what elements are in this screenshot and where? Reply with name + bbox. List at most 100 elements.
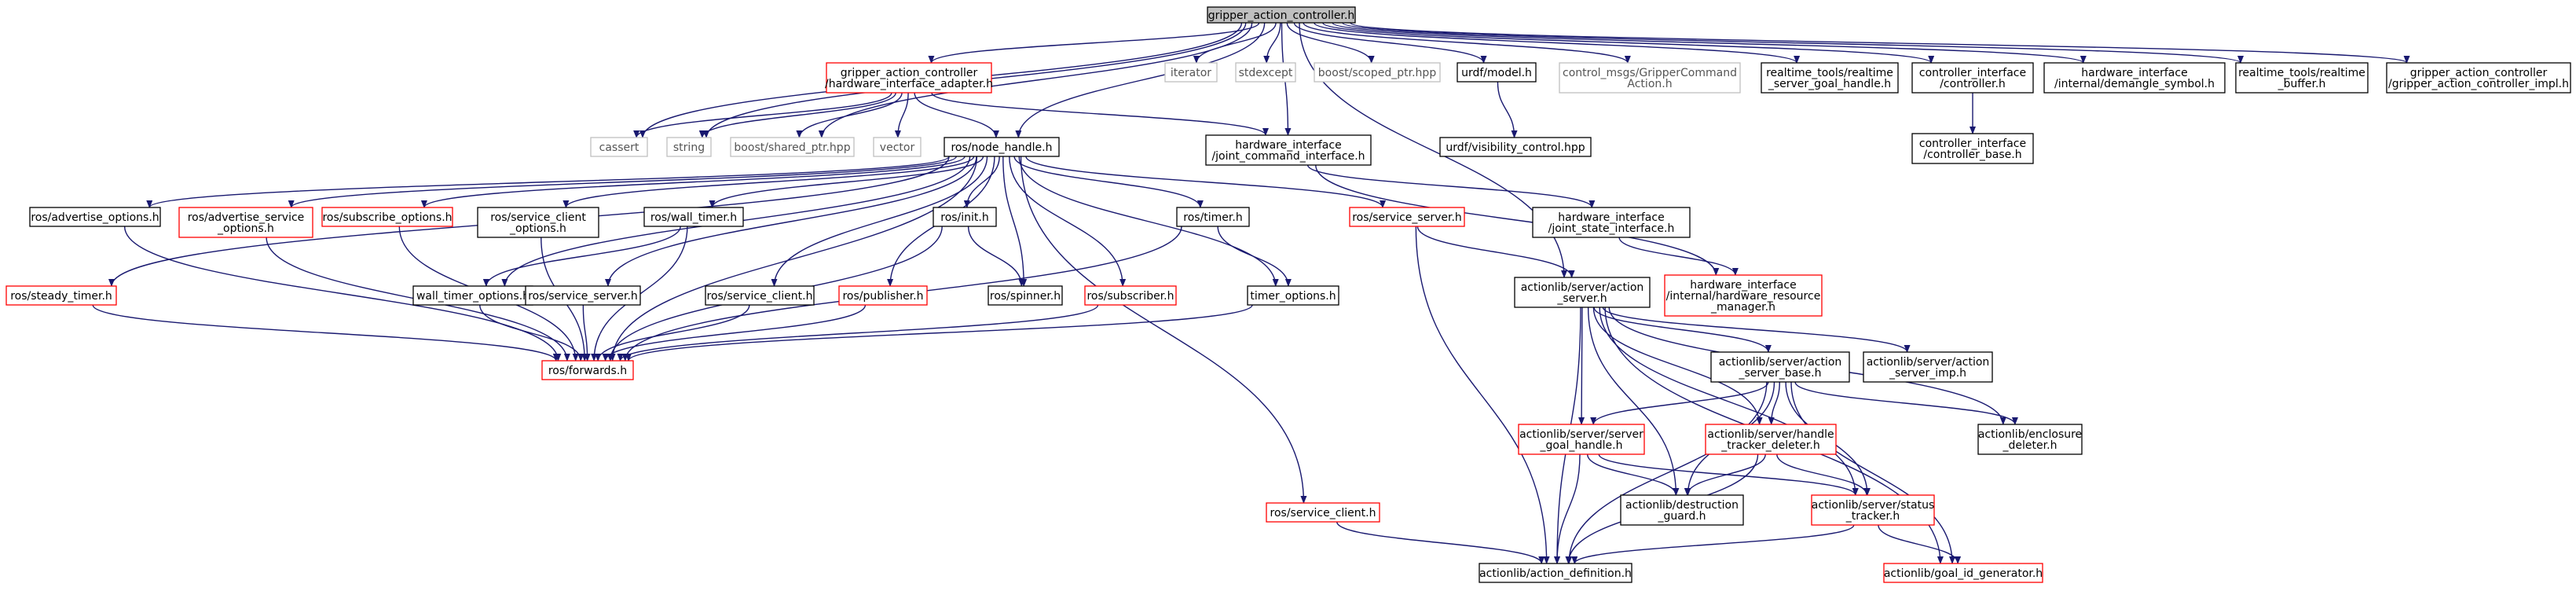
node-as-imp[interactable]: actionlib/server/action_server_imp.h [1863,351,1993,383]
node-urdf-vis[interactable]: urdf/visibility_control.hpp [1439,137,1592,157]
edge-as_base-to-goal_id_gen [1790,381,1956,564]
node-forwards[interactable]: ros/forwards.h [541,360,634,380]
node-label: actionlib/server/server [1519,428,1643,441]
edge-node_handle-to-subscribe_opts [421,156,966,208]
node-label: ros/advertise_service [188,211,305,224]
node-timer[interactable]: ros/timer.h [1176,207,1250,227]
node-spinner[interactable]: ros/spinner.h [988,285,1063,306]
node-box [1620,494,1744,526]
node-wall-timer[interactable]: ros/wall_timer.h [643,207,744,227]
edge-node_handle-to-init [963,156,1000,208]
node-label: gripper_action_controller.h [1208,9,1355,22]
node-label: ros/service_client.h [707,290,813,303]
node-action-server[interactable]: actionlib/server/action_server.h [1514,277,1651,308]
node-service-client[interactable]: ros/service_client.h [705,285,815,306]
node-handle-deleter[interactable]: actionlib/server/handle_tracker_deleter.… [1705,424,1837,455]
node-box [873,137,922,157]
node-demangle[interactable]: hardware_interface/internal/demangle_sym… [2043,62,2226,94]
node-subscriber[interactable]: ros/subscriber.h [1084,285,1177,306]
edge-node_handle-to-service_client [771,156,988,287]
edge-advertise_opts-to-forwards [123,226,562,362]
edge-action_server-to-srv_goal [1578,307,1585,425]
edge-joint_cmd-to-joint_state [1306,164,1596,208]
node-box [5,285,117,306]
node-rt-goal[interactable]: realtime_tools/realtime_server_goal_hand… [1761,62,1899,94]
node-vector: vector [873,137,922,157]
node-service-server-red[interactable]: ros/service_server.h [1349,207,1465,227]
node-srv-goal[interactable]: actionlib/server/server_goal_handle.h [1518,424,1645,455]
node-steady-timer[interactable]: ros/steady_timer.h [5,285,117,306]
node-label: hardware_interface [1690,279,1796,292]
node-impl[interactable]: gripper_action_controller/gripper_action… [2386,62,2571,94]
node-adv-service-opts[interactable]: ros/advertise_service_options.h [178,207,313,238]
node-label: ros/timer.h [1183,211,1242,224]
node-urdf-model[interactable]: urdf/model.h [1457,62,1537,83]
edge-service_client_red-to-action_def [1336,521,1545,564]
node-wall-timer-opts[interactable]: wall_timer_options.h [412,285,533,306]
node-label: /hardware_interface_adapter.h [825,78,993,90]
node-box [944,137,1060,157]
node-label: ros/subscriber.h [1086,290,1174,303]
edge-urdf_model-to-urdf_vis [1497,81,1518,138]
node-box [1164,62,1218,83]
edge-action_server-to-as_imp [1602,307,1911,353]
node-node-handle[interactable]: ros/node_handle.h [944,137,1060,157]
node-enclosure[interactable]: actionlib/enclosure_deleter.h [1977,424,2083,455]
node-box [1761,62,1899,94]
node-label: boost/shared_ptr.hpp [734,141,850,154]
edge-node_handle-to-advertise_opts [146,156,950,208]
node-subscribe-opts[interactable]: ros/subscribe_options.h [321,207,453,227]
edge-adapter-to-shared_ptr [796,92,903,138]
node-as-base[interactable]: actionlib/server/action_server_base.h [1710,351,1850,383]
node-service-client-red[interactable]: ros/service_client.h [1266,502,1380,523]
node-joint-cmd[interactable]: hardware_interface/joint_command_interfa… [1205,134,1372,166]
node-root[interactable]: gripper_action_controller.h [1207,6,1356,24]
node-publisher[interactable]: ros/publisher.h [838,285,928,306]
node-label: _tracker_deleter.h [1720,439,1819,452]
node-label: realtime_tools/realtime [1766,67,1893,79]
edge-root-to-iterator [1193,22,1277,64]
node-label: controller_interface [1919,67,2026,79]
node-label: cassert [599,141,639,154]
node-label: ros/service_server.h [528,290,638,303]
node-svc-client-opts[interactable]: ros/service_client_options.h [477,207,599,238]
edge-action_server-to-as_base [1593,307,1772,353]
edge-status_tracker-to-action_def [1571,524,1855,564]
node-ci-controller[interactable]: controller_interface/controller.h [1911,62,2034,94]
node-rt-buffer[interactable]: realtime_tools/realtime_buffer.h [2235,62,2369,94]
edge-handle_deleter-to-status_tracker [1776,453,1871,496]
node-box [1207,6,1356,24]
node-label: /internal/hardware_resource [1666,290,1821,303]
node-box [321,207,453,227]
node-ci-base[interactable]: controller_interface/controller_base.h [1911,133,2034,164]
node-adapter[interactable]: gripper_action_controller/hardware_inter… [825,62,993,94]
node-service-server-blk[interactable]: ros/service_server.h [525,285,641,306]
node-box [838,285,928,306]
node-destruction[interactable]: actionlib/destruction_guard.h [1620,494,1744,526]
edge-node_handle-to-service_server_blk [605,156,977,287]
node-box [826,62,992,94]
node-action-def[interactable]: actionlib/action_definition.h [1479,563,1632,583]
node-box [1266,502,1380,523]
node-status-tracker[interactable]: actionlib/server/status_tracker.h [1811,494,1935,526]
node-label: timer_options.h [1250,290,1336,303]
node-box [525,285,641,306]
node-init[interactable]: ros/init.h [933,207,997,227]
node-advertise-opts[interactable]: ros/advertise_options.h [29,207,161,227]
node-label: vector [880,141,915,154]
node-shared-ptr: boost/shared_ptr.hpp [730,137,855,157]
node-label: realtime_tools/realtime [2238,67,2365,79]
node-label: wall_timer_options.h [416,290,529,303]
node-joint-state[interactable]: hardware_interface/joint_state_interface… [1532,207,1691,238]
node-box [643,207,744,227]
node-box [541,360,634,380]
edge-init-to-spinner [967,226,1025,287]
edge-wall_timer_opts-to-forwards [479,304,584,362]
node-goal-id-gen[interactable]: actionlib/goal_id_generator.h [1883,563,2043,583]
edge-root-to-stdexcept [1263,22,1281,64]
edge-root-to-rt_goal [1314,22,1800,64]
node-timer-opts[interactable]: timer_options.h [1247,285,1339,306]
node-label: actionlib/server/handle [1707,428,1834,441]
node-hw-res[interactable]: hardware_interface/internal/hardware_res… [1664,274,1823,317]
